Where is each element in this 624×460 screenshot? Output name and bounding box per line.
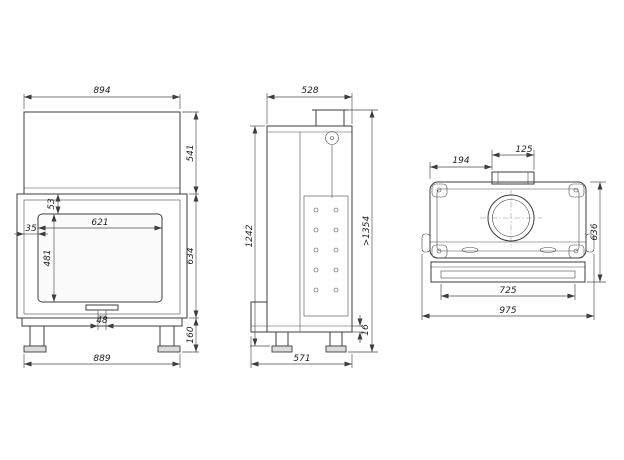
slot-left [461, 247, 479, 253]
dim-front-glass-side-offset: 35 [14, 224, 48, 237]
flue-outlet-outer [487, 194, 535, 242]
side-rear-leg [329, 331, 343, 347]
damper-pulley-axle [330, 136, 334, 140]
front-left-foot [23, 345, 47, 353]
dim-label-125: 125 [515, 145, 532, 155]
dim-label-889: 889 [93, 354, 110, 364]
dim-label-725: 725 [499, 286, 516, 296]
side-front-foot [271, 345, 293, 353]
front-bottom-step [250, 301, 267, 333]
dim-label-194: 194 [452, 156, 469, 166]
dim-side-total-height: >1354 [346, 109, 378, 353]
door-frame [23, 199, 181, 315]
slot-right [539, 247, 557, 253]
dim-label-528: 528 [301, 86, 318, 96]
dim-front-firebox-height: 634 [186, 193, 199, 319]
dim-front-glass-width: 621 [37, 218, 163, 231]
front-right-leg [159, 325, 175, 347]
side-view: 528 1242 >1354 16 571 [245, 86, 378, 368]
dim-front-glass-height: 481 [43, 213, 57, 303]
dim-top-overall-width: 975 [421, 254, 595, 320]
dim-top-front-frame-width: 725 [440, 284, 576, 300]
door-latch [97, 309, 107, 317]
dim-side-depth-bottom: 571 [250, 336, 353, 368]
dim-label-160: 160 [186, 326, 196, 343]
dim-side-base-plate: 16 [352, 315, 371, 343]
convection-holes [313, 207, 339, 293]
flue-box [491, 171, 535, 185]
dim-label-975: 975 [499, 306, 516, 316]
dim-label-1354: >1354 [362, 216, 372, 247]
lifting-lugs [431, 183, 585, 259]
dim-top-depth: 636 [587, 181, 606, 283]
dim-side-depth-top: 528 [266, 86, 353, 124]
dim-label-634: 634 [186, 247, 196, 264]
dim-label-541: 541 [186, 144, 196, 161]
dim-label-16: 16 [361, 324, 371, 336]
top-body-inner [436, 188, 580, 252]
side-body-outline [266, 125, 353, 333]
door-handle [85, 304, 119, 311]
side-rear-foot [325, 345, 347, 353]
dim-label-621: 621 [91, 218, 108, 228]
dim-label-571: 571 [293, 354, 310, 364]
front-frame-inner [440, 270, 576, 279]
dim-top-flue-offset: 194 [429, 150, 493, 179]
plinth [21, 317, 183, 327]
side-front-leg [275, 331, 289, 347]
dim-label-35: 35 [25, 224, 37, 234]
glass-panel [37, 213, 163, 303]
dim-side-body-height: 1242 [245, 125, 270, 347]
top-view: 194 125 636 725 975 [421, 145, 606, 320]
rear-panel [303, 195, 349, 317]
dim-front-latch-width: 48 [86, 316, 118, 330]
dim-label-53: 53 [47, 198, 57, 210]
side-tab-right [585, 233, 595, 253]
dim-front-base-height: 160 [182, 317, 199, 353]
front-view: 894 541 634 160 889 [14, 86, 199, 368]
dim-label-1242: 1242 [245, 224, 255, 247]
dim-top-flue-collar-width: 125 [491, 145, 535, 170]
damper-pulley [325, 131, 339, 145]
front-right-foot [157, 345, 181, 353]
flue-outlet-inner [492, 199, 530, 237]
dim-front-width-top: 894 [23, 86, 181, 109]
front-left-leg [29, 325, 45, 347]
dim-label-481: 481 [43, 249, 53, 266]
dim-label-48: 48 [96, 316, 108, 326]
dim-front-hood-height: 541 [182, 111, 199, 195]
hood-outline [23, 111, 181, 195]
front-frame-strip [430, 261, 586, 283]
dim-label-636: 636 [590, 223, 600, 240]
flue-collar [315, 109, 345, 127]
top-body-outline [429, 181, 587, 259]
dim-label-894: 894 [93, 86, 110, 96]
dim-front-glass-top-offset: 53 [47, 193, 61, 215]
side-tab-left [421, 233, 431, 253]
dim-front-width-bottom: 889 [23, 354, 181, 368]
